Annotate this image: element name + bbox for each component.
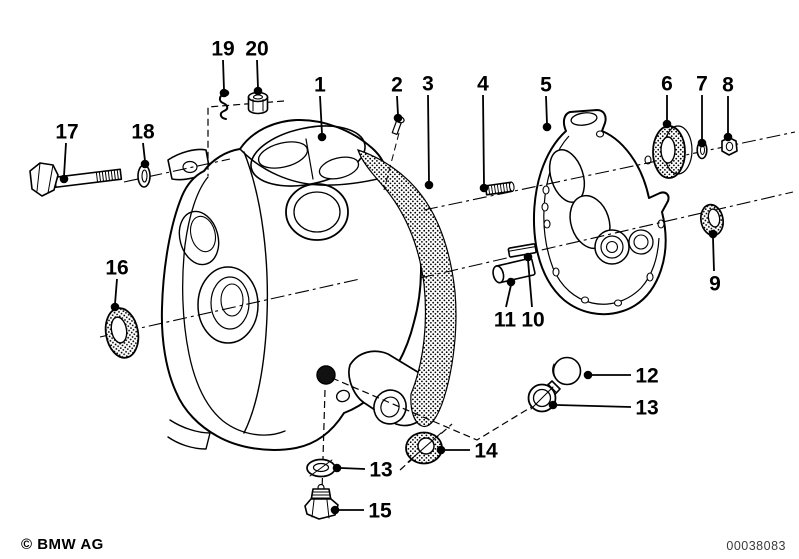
leader-dot <box>697 138 707 148</box>
part-number[interactable]: 9 <box>709 273 721 296</box>
part-number[interactable]: 13 <box>369 459 392 482</box>
part-number[interactable]: 14 <box>474 440 498 463</box>
callout-20[interactable]: 20 <box>245 38 269 96</box>
key-drawing <box>507 243 537 258</box>
leader-dot <box>723 132 733 142</box>
callout-1[interactable]: 1 <box>314 74 327 142</box>
part-number[interactable]: 3 <box>422 73 434 96</box>
leader-dot <box>330 505 340 515</box>
callout-10[interactable]: 10 <box>521 252 545 332</box>
hex-plug-drawing <box>304 483 339 520</box>
leader-dot <box>436 445 446 455</box>
callout-9[interactable]: 9 <box>708 229 721 296</box>
gasket-drawing <box>357 149 457 428</box>
callout-12[interactable]: 12 <box>583 365 659 388</box>
leader-dot <box>479 183 489 193</box>
leader-line <box>222 59 225 91</box>
part-number[interactable]: 5 <box>540 74 552 97</box>
leader-dot <box>332 463 342 473</box>
leader-dot <box>59 174 69 184</box>
part-number[interactable]: 18 <box>131 121 155 144</box>
leader-line <box>545 95 548 125</box>
drawing-number-text: 00038083 <box>726 539 786 553</box>
callout-5[interactable]: 5 <box>540 74 552 132</box>
part-number[interactable]: 12 <box>635 365 658 388</box>
leader-dot <box>110 302 120 312</box>
cover-plate-drawing <box>532 109 670 316</box>
leader-line <box>556 404 632 408</box>
part-number[interactable]: 19 <box>211 38 234 61</box>
part-number[interactable]: 6 <box>661 73 673 96</box>
leader-line <box>505 284 512 308</box>
washer-drawing <box>137 164 151 188</box>
leader-line <box>256 59 259 89</box>
seal-ring-drawing <box>405 431 443 465</box>
callout-11[interactable]: 11 <box>494 277 517 332</box>
leader-dot <box>140 159 150 169</box>
part-number[interactable]: 15 <box>368 500 392 523</box>
part-number[interactable]: 17 <box>55 121 78 144</box>
leader-dot <box>548 400 558 410</box>
callout-8[interactable]: 8 <box>722 74 734 142</box>
leader-dot <box>662 119 672 129</box>
part-number[interactable]: 13 <box>635 397 658 420</box>
pin-drawing <box>492 257 536 284</box>
leader-line <box>482 94 485 186</box>
part-number[interactable]: 20 <box>245 38 268 61</box>
bolt-drawing <box>29 162 123 197</box>
callout-18[interactable]: 18 <box>131 121 155 169</box>
leader-dot <box>424 180 434 190</box>
nut-drawing <box>721 136 738 156</box>
gearbox-housing-drawing <box>160 118 434 451</box>
callout-19[interactable]: 19 <box>211 38 235 98</box>
part-number[interactable]: 11 <box>494 309 517 332</box>
leader-line <box>396 95 399 116</box>
leader-dot <box>583 370 593 380</box>
part-number[interactable]: 1 <box>314 74 326 97</box>
callout-6[interactable]: 6 <box>661 73 673 129</box>
leader-dot <box>523 252 533 262</box>
leader-line <box>427 94 430 183</box>
leader-line <box>319 95 323 135</box>
bearing-drawing <box>652 125 693 179</box>
callout-4[interactable]: 4 <box>477 73 489 193</box>
leader-line <box>63 142 67 177</box>
callout-14[interactable]: 14 <box>436 440 498 463</box>
callout-15[interactable]: 15 <box>330 500 392 523</box>
callout-7[interactable]: 7 <box>696 73 708 148</box>
callout-3[interactable]: 3 <box>422 73 434 190</box>
nut-drawing <box>247 91 269 115</box>
callout-13b[interactable]: 13 <box>332 459 393 482</box>
part-number[interactable]: 8 <box>722 74 734 97</box>
leader-line <box>340 467 366 470</box>
seal-ring-drawing <box>104 307 140 359</box>
sealing-ring-drawing <box>306 458 336 478</box>
leader-dot <box>317 132 327 142</box>
copyright-text: © BMW AG <box>21 536 104 553</box>
callout-2[interactable]: 2 <box>391 74 403 123</box>
leader-dot <box>506 277 516 287</box>
leader-dot <box>542 122 552 132</box>
part-number[interactable]: 4 <box>477 73 489 96</box>
leader-dot <box>708 229 718 239</box>
leader-dot <box>253 86 263 96</box>
leader-dot <box>393 113 403 123</box>
leader-dot <box>219 88 229 98</box>
part-number[interactable]: 10 <box>521 309 544 332</box>
callout-13a[interactable]: 13 <box>548 397 659 420</box>
leader-line <box>114 278 118 305</box>
stud-drawing <box>484 181 515 196</box>
callout-17[interactable]: 17 <box>55 121 79 184</box>
leader-line <box>142 142 146 162</box>
part-number[interactable]: 2 <box>391 74 403 97</box>
part-number[interactable]: 16 <box>105 257 128 280</box>
leader-line <box>527 259 533 308</box>
leader-line <box>712 237 715 272</box>
callout-16[interactable]: 16 <box>105 257 129 312</box>
part-number[interactable]: 7 <box>696 73 708 96</box>
